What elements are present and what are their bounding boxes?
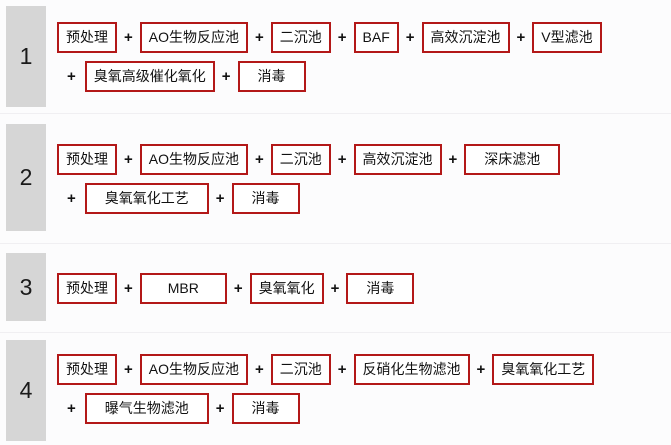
- process-step-box: BAF: [353, 21, 399, 53]
- plus-connector-icon: +: [67, 400, 76, 417]
- scheme-row-4: 4 预处理 + AO生物反应池 + 二沉池 + 反硝化生物滤池 + 臭氧氧化工艺 + 曝气生物滤池 + 消…: [0, 332, 671, 445]
- plus-connector-icon: +: [233, 279, 243, 297]
- plus-connector-icon: +: [67, 67, 76, 85]
- process-step-box: 反硝化生物滤池: [353, 354, 470, 385]
- process-step-box: 预处理: [57, 21, 117, 53]
- scheme-flow-2: 预处理 + AO生物反应池 + 二沉池 + 高效沉淀池 + 深床滤池 + 臭氧氧化工艺 + 消毒: [46, 114, 671, 243]
- plus-connector-icon: +: [215, 400, 225, 417]
- process-step-box: 臭氧氧化工艺: [84, 182, 209, 214]
- scheme-row-2: 2 预处理 + AO生物反应池 + 二沉池 + 高效沉淀池 + 深床滤池 + 臭氧氧化工艺 + 消毒: [0, 113, 671, 243]
- process-step-box: 预处理: [57, 272, 117, 304]
- plus-connector-icon: +: [215, 189, 225, 207]
- plus-connector-icon: +: [124, 150, 133, 168]
- process-step-box: 消毒: [346, 272, 415, 304]
- process-step-box: AO生物反应池: [139, 354, 248, 385]
- process-step-box: 消毒: [231, 393, 300, 424]
- process-step-box: 二沉池: [270, 21, 331, 53]
- process-step-box: AO生物反应池: [139, 143, 248, 175]
- scheme-row-3: 3 预处理 + MBR + 臭氧氧化 + 消毒: [0, 243, 671, 332]
- plus-connector-icon: +: [448, 150, 458, 168]
- plus-connector-icon: +: [405, 28, 415, 46]
- process-step-box: 臭氧高级催化氧化: [84, 60, 215, 92]
- plus-connector-icon: +: [124, 279, 133, 297]
- flow-line: + 曝气生物滤池 + 消毒: [57, 393, 667, 424]
- plus-connector-icon: +: [476, 361, 486, 378]
- plus-connector-icon: +: [337, 150, 347, 168]
- plus-connector-icon: +: [255, 150, 264, 168]
- flow-line: + 臭氧氧化工艺 + 消毒: [57, 182, 667, 214]
- process-step-box: 高效沉淀池: [421, 21, 510, 53]
- flow-line: 预处理 + AO生物反应池 + 二沉池 + 反硝化生物滤池 + 臭氧氧化工艺: [57, 354, 667, 385]
- plus-connector-icon: +: [255, 361, 264, 378]
- scheme-index-1: 1: [6, 6, 46, 107]
- plus-connector-icon: +: [337, 28, 347, 46]
- process-step-box: 曝气生物滤池: [84, 393, 209, 424]
- scheme-flow-4: 预处理 + AO生物反应池 + 二沉池 + 反硝化生物滤池 + 臭氧氧化工艺 + 曝气生物滤池 + 消毒: [46, 333, 671, 445]
- flow-line: 预处理 + MBR + 臭氧氧化 + 消毒: [57, 272, 667, 304]
- plus-connector-icon: +: [330, 279, 340, 297]
- scheme-flow-3: 预处理 + MBR + 臭氧氧化 + 消毒: [46, 244, 671, 332]
- process-step-box: AO生物反应池: [139, 21, 248, 53]
- plus-connector-icon: +: [124, 361, 133, 378]
- process-step-box: 预处理: [57, 143, 117, 175]
- scheme-index-3: 3: [6, 253, 46, 321]
- flow-line: 预处理 + AO生物反应池 + 二沉池 + 高效沉淀池 + 深床滤池: [57, 143, 667, 175]
- process-step-box: 二沉池: [270, 143, 331, 175]
- process-step-box: V型滤池: [532, 21, 602, 53]
- scheme-row-1: 1 预处理 + AO生物反应池 + 二沉池 + BAF + 高效沉淀池 + V型滤池 + 臭氧高级催化氧化…: [0, 0, 671, 113]
- plus-connector-icon: +: [221, 67, 231, 85]
- process-step-box: 预处理: [57, 354, 117, 385]
- plus-connector-icon: +: [516, 28, 526, 46]
- plus-connector-icon: +: [337, 361, 347, 378]
- flow-line: 预处理 + AO生物反应池 + 二沉池 + BAF + 高效沉淀池 + V型滤池: [57, 21, 667, 53]
- plus-connector-icon: +: [124, 28, 133, 46]
- scheme-index-2: 2: [6, 124, 46, 231]
- process-step-box: 消毒: [231, 182, 300, 214]
- process-step-box: 臭氧氧化: [249, 272, 324, 304]
- process-step-box: 臭氧氧化工艺: [492, 354, 595, 385]
- process-step-box: 高效沉淀池: [353, 143, 442, 175]
- process-step-box: MBR: [139, 272, 227, 304]
- plus-connector-icon: +: [67, 189, 76, 207]
- scheme-flow-1: 预处理+AO生物反应池+二沉池+BAF+高效沉淀池+V型滤池+臭氧高级催化氧化+…: [46, 0, 671, 113]
- flow-line: + 臭氧高级催化氧化 + 消毒: [57, 60, 667, 92]
- process-step-box: 消毒: [237, 60, 306, 92]
- plus-connector-icon: +: [255, 28, 264, 46]
- scheme-index-4: 4: [6, 340, 46, 441]
- process-step-box: 二沉池: [270, 354, 331, 385]
- process-step-box: 深床滤池: [464, 143, 561, 175]
